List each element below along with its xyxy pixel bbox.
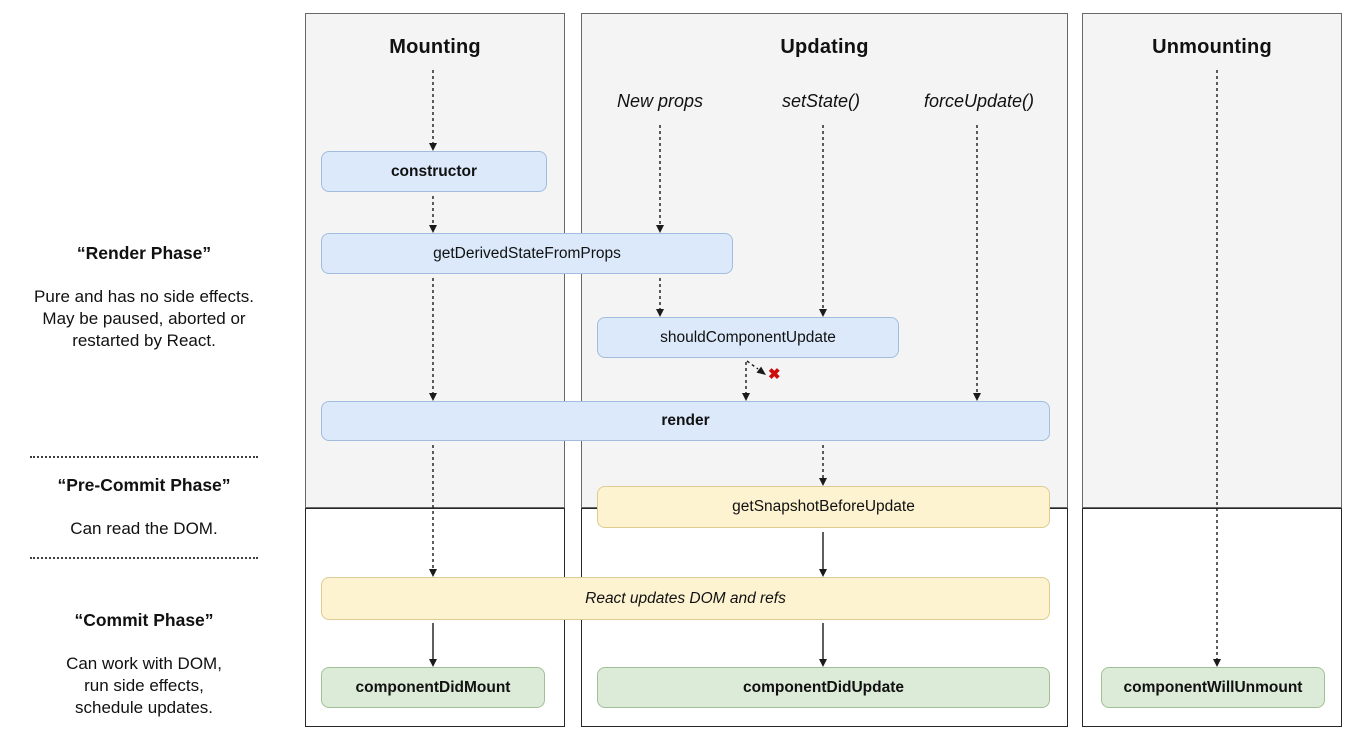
pre-commit-phase-description: Can read the DOM. xyxy=(70,519,218,538)
component-did-update-box: componentDidUpdate xyxy=(597,667,1050,708)
abort-x-mark: ✖ xyxy=(768,366,781,383)
commit-phase-title: “Commit Phase” xyxy=(74,610,214,630)
render-phase-title: “Render Phase” xyxy=(76,243,212,263)
pre-commit-phase-title: “Pre-Commit Phase” xyxy=(57,475,231,495)
arrowhead xyxy=(656,309,664,317)
arrowhead xyxy=(429,143,437,151)
set-state-trigger-label: setState() xyxy=(781,91,861,111)
mounting-column-title: Mounting xyxy=(389,36,481,58)
arrowhead xyxy=(742,393,750,401)
should-component-update-box: shouldComponentUpdate xyxy=(597,317,899,358)
arrowhead xyxy=(819,569,827,577)
new-props-trigger-label: New props xyxy=(616,91,704,111)
unmounting-column-title: Unmounting xyxy=(1152,36,1272,58)
arrowhead xyxy=(819,659,827,667)
component-will-unmount-box: componentWillUnmount xyxy=(1101,667,1325,708)
commit-phase-description: Can work with DOM, run side effects, sch… xyxy=(66,654,222,717)
force-update-trigger-label: forceUpdate() xyxy=(923,91,1035,111)
component-did-mount-box: componentDidMount xyxy=(321,667,545,708)
arrowhead xyxy=(1213,659,1221,667)
arrowhead xyxy=(429,393,437,401)
unmounting-render-phase-region: Unmounting xyxy=(1082,13,1342,508)
phase-divider xyxy=(30,557,258,559)
get-derived-state-from-props-box: getDerivedStateFromProps xyxy=(321,233,733,274)
react-updates-dom-box: React updates DOM and refs xyxy=(321,577,1050,620)
render-box: render xyxy=(321,401,1050,441)
updating-column-title: Updating xyxy=(780,36,869,58)
arrowhead xyxy=(429,569,437,577)
constructor-box: constructor xyxy=(321,151,547,192)
arrowhead xyxy=(819,309,827,317)
arrowhead-abort xyxy=(756,366,766,375)
get-snapshot-before-update-box: getSnapshotBeforeUpdate xyxy=(597,486,1050,528)
arrowhead xyxy=(429,659,437,667)
arrowhead xyxy=(429,225,437,233)
phase-divider xyxy=(30,456,258,458)
arrowhead xyxy=(973,393,981,401)
arrowhead xyxy=(819,478,827,486)
arrow-scu-abort xyxy=(746,360,759,370)
render-phase-description: Pure and has no side effects. May be pau… xyxy=(34,287,254,350)
arrowhead xyxy=(656,225,664,233)
